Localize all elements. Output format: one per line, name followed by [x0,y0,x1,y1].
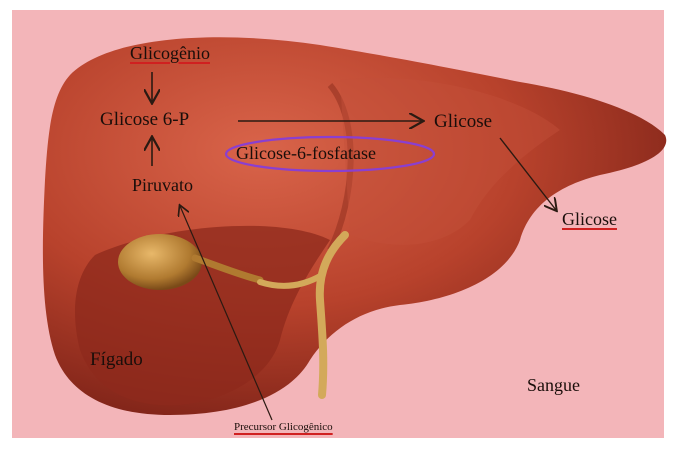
label-glicogenio: Glicogênio [130,44,210,62]
label-piruvato: Piruvato [132,176,193,194]
label-enzyme: Glicose-6-fosfatase [236,144,376,162]
label-glicose-center: Glicose [434,112,492,131]
label-glicose-6p: Glicose 6-P [100,110,189,129]
label-glicose-blood: Glicose [562,210,617,228]
label-figado: Fígado [90,350,143,369]
label-sangue: Sangue [527,376,580,394]
label-precursor: Precursor Glicogênico [234,422,333,433]
gallbladder [118,234,202,290]
